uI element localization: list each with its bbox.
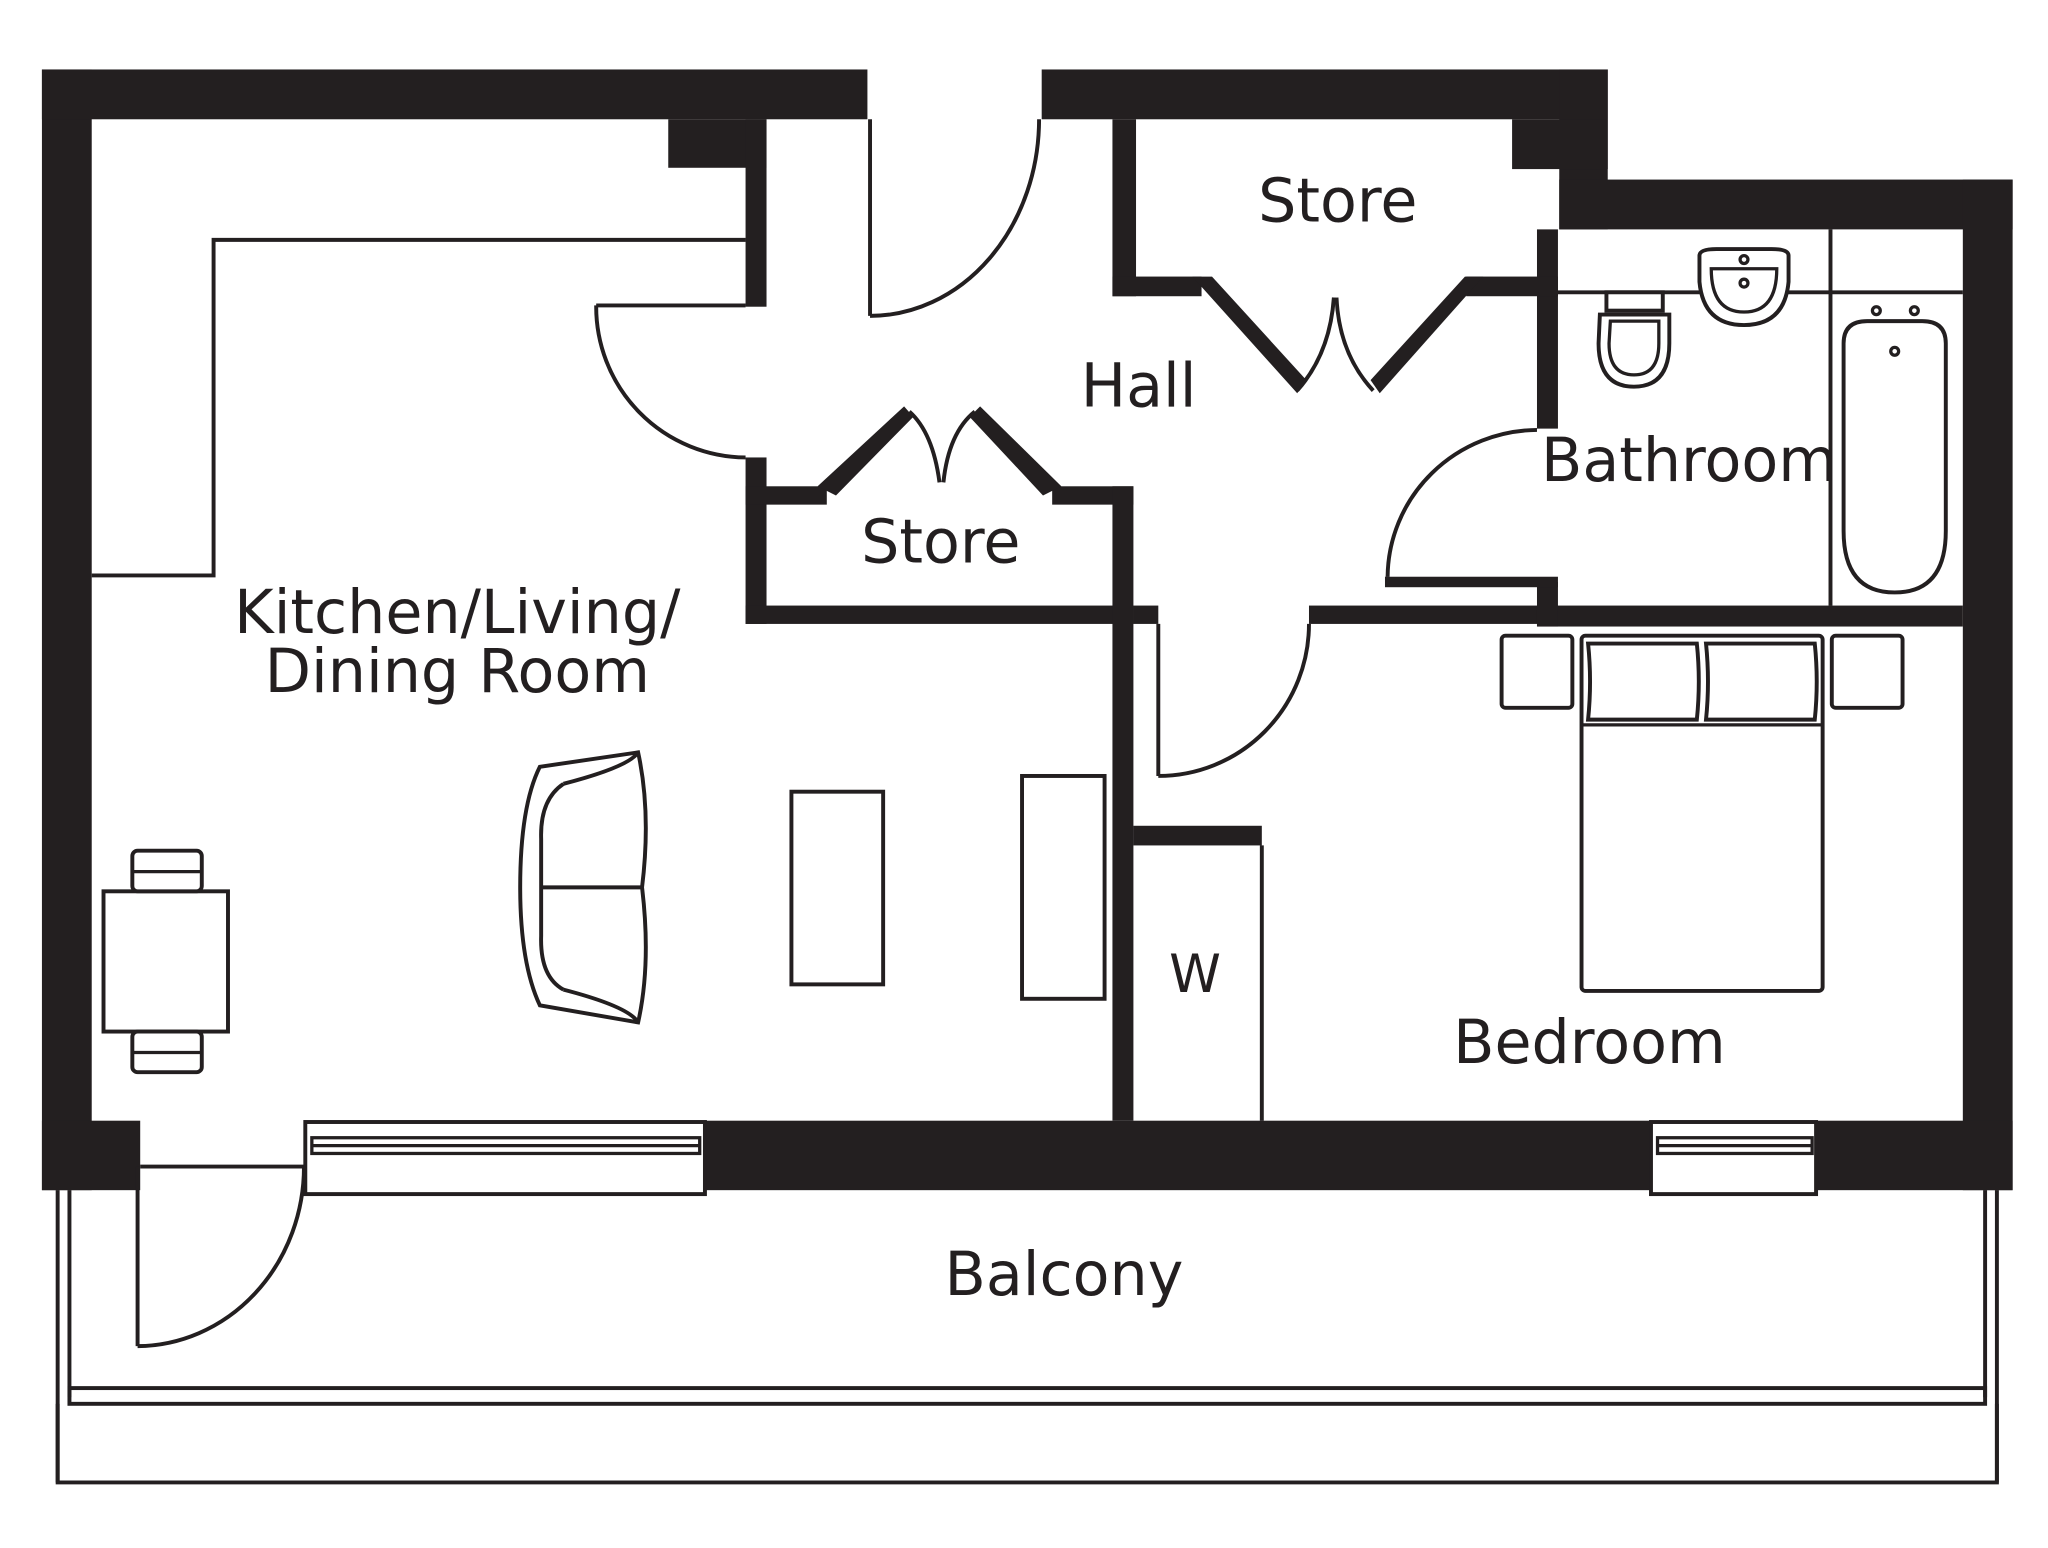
room-labels: Kitchen/Living/ Dining Room Hall Store S… — [234, 167, 1837, 1311]
outer-wall-top-left — [41, 69, 868, 120]
bath-door-stub — [1384, 576, 1558, 588]
kitchen-door[interactable] — [594, 303, 746, 460]
store-top-angle-right — [1370, 276, 1484, 394]
bath-left-wall-upper — [1536, 229, 1558, 429]
bedroom-window — [1649, 1120, 1819, 1197]
store-bottom-wall — [745, 605, 1134, 624]
hall-label: Hall — [1081, 351, 1197, 421]
nightstand-right — [1829, 633, 1905, 710]
outer-wall-top-right — [1559, 179, 2013, 230]
outer-wall-top-mid — [1041, 69, 1608, 120]
outer-wall-bottom-left — [41, 1120, 141, 1191]
walls — [41, 69, 2013, 1191]
doors — [135, 119, 1538, 1349]
furniture — [101, 247, 1948, 1075]
outer-wall-left — [41, 69, 92, 1191]
bathroom-door[interactable] — [1385, 427, 1538, 580]
kitchen-hall-wall-lower — [745, 457, 767, 624]
store-mid-double-door[interactable] — [908, 410, 977, 483]
bathtub — [1841, 305, 1948, 595]
kitchen-window — [303, 1120, 707, 1197]
outer-wall-bottom-right — [1816, 1120, 2013, 1191]
dining-table — [101, 848, 230, 1075]
bedroom-door[interactable] — [1156, 623, 1311, 778]
wash-basin — [1697, 247, 1791, 328]
kitchen-hall-wall-upper — [745, 119, 767, 307]
hall-wall-vertical — [1112, 486, 1134, 1121]
balcony-rail — [67, 1386, 1988, 1406]
kitchen-label-line2: Dining Room — [265, 637, 650, 707]
bathroom-label: Bathroom — [1541, 426, 1837, 496]
bedroom-label: Bedroom — [1453, 1008, 1726, 1078]
store-mid-angle-right — [969, 406, 1062, 496]
balcony-label: Balcony — [945, 1240, 1184, 1310]
balcony — [55, 1190, 1999, 1485]
entrance-door[interactable] — [868, 119, 1042, 318]
bath-left-wall-lower — [1536, 581, 1558, 627]
outer-wall-bottom-mid — [704, 1120, 1651, 1191]
sofa — [518, 750, 648, 1025]
double-bed — [1499, 633, 1905, 993]
wardrobe-label: W — [1169, 944, 1221, 1005]
balcony-door[interactable] — [135, 1164, 306, 1349]
tv-unit — [1020, 774, 1107, 1001]
kitchen-counter — [91, 237, 746, 578]
store-top-wall-left — [1112, 119, 1137, 297]
pillow-left — [1585, 641, 1701, 722]
bath-bed-wall — [1536, 605, 1963, 627]
pillow-right — [1703, 641, 1819, 722]
store-mid-angle-left — [817, 406, 914, 496]
bedroom-top-wall — [1308, 605, 1558, 624]
kitchen-label-line1: Kitchen/Living/ — [234, 578, 681, 648]
nightstand-left — [1499, 633, 1575, 710]
toilet — [1596, 290, 1672, 389]
store-top-return-right — [1466, 276, 1558, 297]
store-top-return-left — [1112, 276, 1202, 297]
store-top-pier — [1512, 119, 1608, 170]
store-top-double-door[interactable] — [1295, 297, 1375, 392]
hall-wall-stub — [1133, 605, 1159, 624]
store-mid-label: Store — [861, 507, 1020, 577]
coffee-table — [789, 789, 886, 987]
store-top-label: Store — [1258, 167, 1417, 237]
windows — [303, 1120, 1819, 1197]
outer-wall-right — [1962, 179, 2013, 1191]
balcony-edge — [55, 1403, 1999, 1485]
store-wall-left-return — [745, 486, 827, 505]
wardrobe-top-wall — [1133, 825, 1262, 846]
store-top-angle-left — [1192, 276, 1307, 394]
